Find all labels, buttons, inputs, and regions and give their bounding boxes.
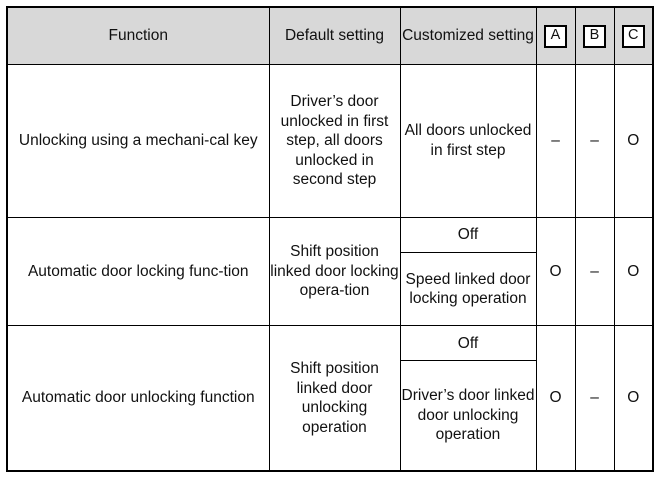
row-function: Automatic door locking func-tion [6, 216, 270, 327]
header-row: Function Default setting Customized sett… [6, 6, 654, 65]
table-row: Automatic door unlocking function Shift … [6, 325, 654, 472]
header-column-c: C [613, 6, 654, 65]
row-customized-setting-option: Off [399, 217, 537, 253]
header-customized-setting: Customized setting [399, 6, 537, 65]
table-header: Function Default setting Customized sett… [6, 6, 654, 65]
settings-table-container: Function Default setting Customized sett… [6, 6, 654, 472]
row-mark-b: – [574, 64, 615, 218]
header-column-a: A [535, 6, 576, 65]
row-mark-a: O [535, 325, 576, 472]
table-subrow: Speed linked door locking operation [7, 251, 653, 327]
header-function: Function [6, 6, 270, 65]
row-customized-setting-option: Driver’s door linked door unlocking oper… [399, 360, 537, 472]
column-a-badge: A [544, 24, 567, 48]
table-body: Unlocking using a mechani-cal key Driver… [6, 64, 654, 472]
row-default-setting: Shift position linked door locking opera… [268, 216, 401, 327]
row-customized-setting-option: Speed linked door locking operation [399, 251, 537, 327]
table-subrow: Driver’s door linked door unlocking oper… [7, 360, 653, 472]
row-mark-c: O [613, 64, 654, 218]
customization-settings-table: Function Default setting Customized sett… [6, 6, 654, 472]
row-customized-setting: All doors unlocked in first step [399, 64, 537, 218]
table-row: Unlocking using a mechani-cal key Driver… [6, 64, 654, 218]
row-function: Unlocking using a mechani-cal key [6, 64, 270, 218]
row-mark-b: – [574, 325, 615, 472]
row-mark-a: – [535, 64, 576, 218]
row-function: Automatic door unlocking function [6, 325, 270, 472]
row-default-setting: Shift position linked door unlocking ope… [268, 325, 401, 472]
row-mark-b: – [574, 216, 615, 327]
header-default-setting: Default setting [268, 6, 401, 65]
column-b-badge: B [583, 24, 606, 48]
column-c-badge: C [621, 24, 645, 48]
row-default-setting: Driver’s door unlocked in first step, al… [268, 64, 401, 218]
table-row: Automatic door locking func-tion Shift p… [6, 216, 654, 327]
header-column-b: B [574, 6, 615, 65]
row-mark-a: O [535, 216, 576, 327]
row-mark-c: O [613, 216, 654, 327]
row-mark-c: O [613, 325, 654, 472]
row-customized-setting-option: Off [399, 325, 537, 362]
